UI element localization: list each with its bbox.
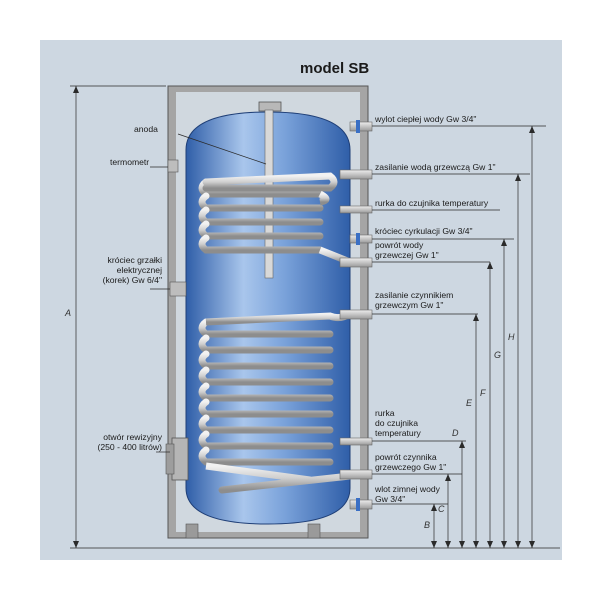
dimension-a: A <box>65 308 72 318</box>
connection-pipes <box>339 120 373 511</box>
label-cold-inlet: wlot zimnej wody Gw 3/4" <box>375 484 440 504</box>
foot-left <box>185 523 199 539</box>
dimension-b: B <box>424 520 431 530</box>
label-anoda: anoda <box>134 124 158 134</box>
dimension-f: F <box>480 388 486 398</box>
dimension-lines <box>70 85 560 549</box>
dimension-c: C <box>438 504 445 514</box>
heater-socket <box>169 281 187 297</box>
dimension-g: G <box>494 350 502 360</box>
dimension-h: H <box>508 332 515 342</box>
lower-coil <box>198 310 352 494</box>
label-medium-return: powrót czynnika grzewczego Gw 1" <box>375 452 447 472</box>
label-heating-return: powrót wody grzewczej Gw 1" <box>375 240 439 260</box>
label-termometr: termometr <box>110 157 150 167</box>
inspection-opening <box>171 437 189 481</box>
label-inspection-opening: otwór rewizyjny (250 - 400 litrów) <box>97 432 162 452</box>
thermometer-socket <box>167 159 179 173</box>
leader-lines <box>150 125 546 505</box>
diagram-title: model SB <box>300 60 370 77</box>
label-hot-outlet: wylot ciepłej wody Gw 3/4" <box>375 114 477 124</box>
upper-coil <box>198 172 352 266</box>
foot-right <box>307 523 321 539</box>
label-medium-supply: zasilanie czynnikiem grzewczym Gw 1" <box>375 290 454 310</box>
dimension-arrows <box>73 86 535 548</box>
dimension-d: D <box>452 428 459 438</box>
label-sensor-tube-top: rurka do czujnika temperatury <box>375 198 489 208</box>
label-heating-supply: zasilanie wodą grzewczą Gw 1" <box>375 162 496 172</box>
label-heater-socket: króciec grzałki elektrycznej (korek) Gw … <box>102 255 162 285</box>
label-sensor-tube-bottom: rurka do czujnika temperatury <box>375 408 421 438</box>
anode-cap <box>258 101 282 112</box>
label-circulation: króciec cyrkulacji Gw 3/4" <box>375 226 473 236</box>
dimension-e: E <box>466 398 473 408</box>
